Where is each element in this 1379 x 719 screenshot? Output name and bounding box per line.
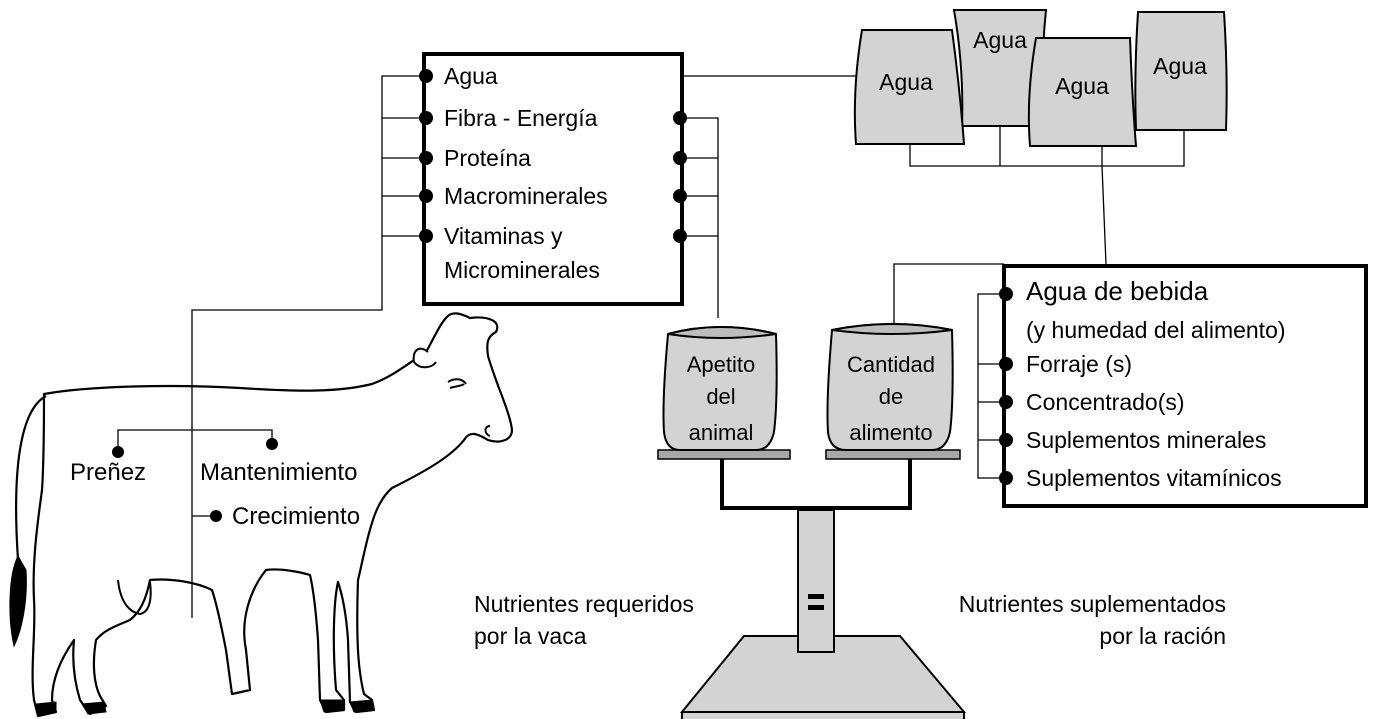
cow-tail-tuft [9, 554, 27, 648]
nutrient-dot-protein [419, 151, 433, 165]
water-tank-label: Agua [973, 27, 1027, 53]
nutrient-dot-fiber [419, 111, 433, 125]
ration-dot-minerals [999, 433, 1013, 447]
ration-item: (y humedad del alimento) [1026, 317, 1286, 343]
equals-sign-top-bar [808, 594, 824, 599]
nutrient-item: Macrominerales [444, 183, 608, 209]
ration-dot-forage [999, 357, 1013, 371]
food-amount-label: de [879, 384, 903, 409]
nutrient-dot-vitamins [419, 229, 433, 243]
left-bracket-line [381, 75, 426, 237]
requirement-pregnancy: Preñez [70, 459, 146, 486]
ration-item: Suplementos vitamínicos [1026, 465, 1282, 491]
cow-illustration [9, 312, 514, 718]
nutrient-item: Proteína [444, 145, 531, 171]
water-tank-label: Agua [1055, 73, 1109, 99]
food-amount-label: Cantidad [847, 352, 935, 377]
nutrient-item: Fibra - Energía [444, 105, 598, 131]
food-amount-label: alimento [849, 420, 932, 445]
requirements-bracket [117, 429, 273, 452]
ration-dot-concentrate [999, 395, 1013, 409]
cow-tail [15, 395, 47, 561]
cow-connectors [112, 236, 383, 618]
requirement-maintenance: Mantenimiento [200, 459, 357, 486]
caption-required-nutrients: por la vaca [474, 623, 587, 649]
cow-ear [412, 347, 437, 369]
nutrients-box-connectors-left [381, 75, 426, 237]
water-tank-label: Agua [879, 69, 933, 95]
nutrient-dot-right-fiber [673, 111, 687, 125]
caption-supplied-nutrients: Nutrientes suplementados [959, 591, 1226, 617]
cow-body-outline [31, 312, 514, 718]
water-tank-connectors [909, 126, 1185, 265]
balance-scale [657, 323, 967, 719]
appetite-label: del [706, 384, 735, 409]
cow-nostril [484, 425, 491, 437]
left-pan-plate [657, 449, 791, 460]
nutrient-dot-water [419, 69, 433, 83]
water-tank [853, 29, 966, 145]
appetite-label: Apetito [687, 352, 756, 377]
requirement-growth: Crecimiento [232, 503, 360, 530]
ration-item: Agua de bebida [1026, 276, 1209, 306]
food-container-lid [831, 323, 953, 335]
scale-post [797, 509, 835, 653]
nutrient-dot-right-vitamins [673, 229, 687, 243]
tanks-to-ration-line [1101, 165, 1107, 265]
right-bracket-line [680, 117, 719, 318]
pregnancy-dot [112, 446, 124, 458]
ration-dot-water [999, 287, 1013, 301]
equals-sign-bottom-bar [808, 605, 824, 610]
nutrient-item: Microminerales [444, 257, 600, 283]
cow-eye [447, 378, 467, 389]
scale-base-foot [681, 711, 965, 719]
appetite-label: animal [689, 420, 754, 445]
nutrient-item: Vitaminas y [444, 223, 563, 249]
ration-item: Forraje (s) [1026, 351, 1132, 377]
ration-bracket-line [977, 293, 1004, 479]
cow-udder [117, 579, 152, 616]
water-tank [1134, 11, 1228, 131]
cow-hooves [35, 699, 375, 717]
caption-supplied-nutrients: por la ración [1099, 623, 1226, 649]
nutrients-box-connectors-right [680, 117, 719, 318]
nutrients-box [422, 52, 684, 306]
caption-required-nutrients: Nutrientes requeridos [474, 591, 694, 617]
nutrient-dot-right-protein [673, 151, 687, 165]
ration-to-food-line [893, 263, 1004, 330]
appetite-container-lid [667, 326, 777, 339]
right-pan-plate [825, 449, 961, 460]
maintenance-dot [266, 438, 278, 450]
vertical-line-to-cow [191, 236, 383, 618]
ration-item: Concentrado(s) [1026, 389, 1185, 415]
nutrient-dot-right-macrominerals [673, 189, 687, 203]
ration-item: Suplementos minerales [1026, 427, 1266, 453]
water-tank [1027, 37, 1138, 147]
tank-bottom-line [909, 130, 1185, 167]
ration-dot-vitamins [999, 471, 1013, 485]
growth-dot [210, 510, 222, 522]
water-tank-label: Agua [1153, 53, 1207, 79]
scale-beam [720, 456, 912, 510]
nutrient-item: Agua [444, 63, 498, 89]
nutrient-dot-macrominerals [419, 189, 433, 203]
ration-box [1002, 264, 1368, 508]
